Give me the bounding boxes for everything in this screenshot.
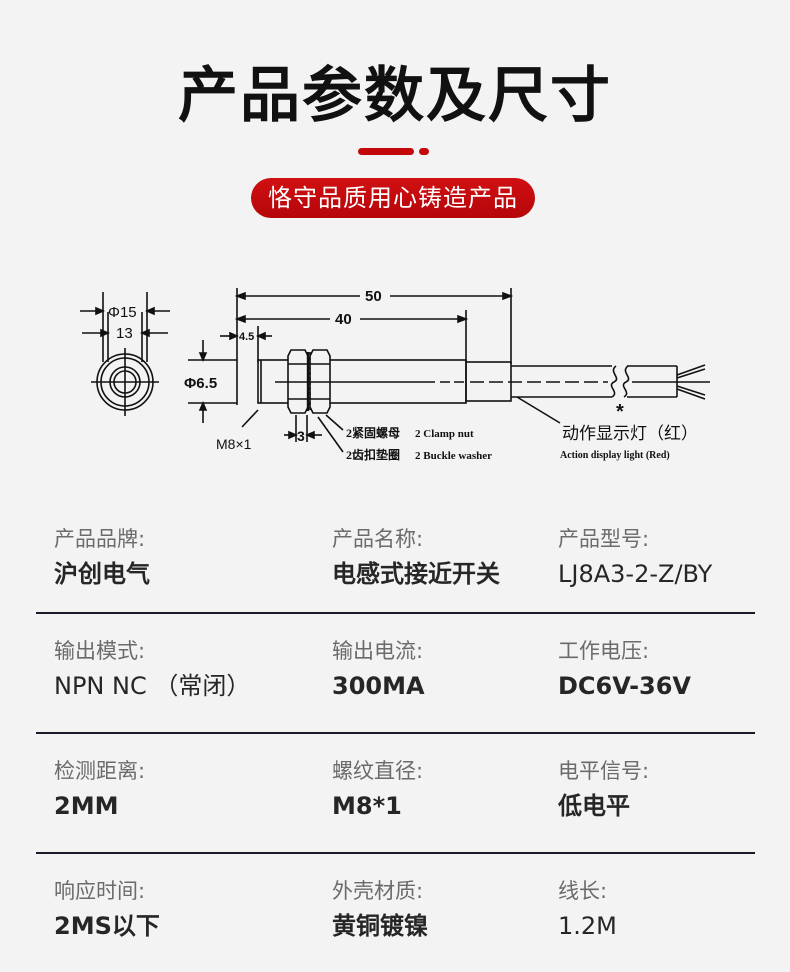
spec-value: 300MA (332, 672, 425, 700)
dim-total-length: 50 (365, 288, 382, 305)
spec-model: 产品型号: LJ8A3-2-Z/BY (558, 524, 712, 592)
spec-label: 螺纹直径: (332, 759, 424, 783)
spec-label: 工作电压: (558, 639, 650, 663)
callout-washer-en: 2 Buckle washer (415, 450, 492, 462)
callout-light-en: Action display light (Red) (560, 450, 670, 461)
spec-value: NPN NC （常闭） (54, 672, 251, 700)
spec-value: 2MS以下 (54, 912, 160, 940)
spec-detection-distance: 检测距离: 2MM (54, 756, 145, 824)
spec-label: 输出模式: (54, 639, 146, 663)
spec-brand: 产品品牌: 沪创电气 (54, 524, 150, 592)
front-view-icon (80, 292, 170, 416)
spec-level-signal: 电平信号: 低电平 (558, 756, 649, 824)
spec-value: LJ8A3-2-Z/BY (558, 560, 713, 588)
spec-table: 产品品牌: 沪创电气 产品名称: 电感式接近开关 产品型号: LJ8A3-2-Z… (36, 516, 755, 972)
spec-row: 响应时间: 2MS以下 外壳材质: 黄铜镀镍 线长: 1.2M (36, 854, 755, 972)
spec-working-voltage: 工作电压: DC6V-36V (558, 636, 691, 704)
spec-output-mode: 输出模式: NPN NC （常闭） (54, 636, 250, 704)
spec-value: 低电平 (558, 792, 630, 820)
spec-housing-material: 外壳材质: 黄铜镀镍 (332, 876, 428, 944)
dim-thread: M8×1 (216, 436, 252, 452)
spec-thread-diameter: 螺纹直径: M8*1 (332, 756, 423, 824)
spec-label: 产品名称: (332, 527, 424, 551)
spec-value: 1.2M (558, 912, 617, 940)
spec-value: DC6V-36V (558, 672, 691, 700)
spec-label: 产品型号: (558, 527, 650, 551)
marker-asterisk: * (616, 401, 624, 423)
dim-sensing-face: 4.5 (239, 331, 254, 343)
spec-cable-length: 线长: 1.2M (558, 876, 617, 944)
spec-label: 线长: (558, 879, 608, 903)
dimension-drawing: Φ15 13 (60, 282, 740, 472)
slogan-badge: 恪守品质用心铸造产品 (251, 178, 535, 218)
spec-row: 检测距离: 2MM 螺纹直径: M8*1 电平信号: 低电平 (36, 734, 755, 854)
spec-value: 电感式接近开关 (332, 560, 500, 588)
spec-label: 电平信号: (558, 759, 650, 783)
page-title: 产品参数及尺寸 (178, 61, 612, 131)
spec-output-current: 输出电流: 300MA (332, 636, 425, 704)
spec-label: 检测距离: (54, 759, 146, 783)
spec-label: 外壳材质: (332, 879, 424, 903)
title-accent-divider (0, 148, 790, 156)
spec-label: 产品品牌: (54, 527, 146, 551)
dim-body-length: 40 (335, 311, 352, 328)
spec-value: M8*1 (332, 792, 402, 820)
spec-label: 输出电流: (332, 639, 424, 663)
spec-value: 黄铜镀镍 (332, 912, 428, 940)
spec-value: 沪创电气 (54, 560, 150, 588)
accent-line (358, 148, 414, 155)
spec-response-time: 响应时间: 2MS以下 (54, 876, 160, 944)
front-inner-diameter: 13 (116, 325, 133, 342)
dim-nut-width: 3 (297, 428, 305, 444)
callout-clamp-nut-en: 2 Clamp nut (415, 428, 474, 440)
callout-washer-cn: 2齿扣垫圈 (346, 447, 400, 462)
accent-dot (419, 148, 429, 155)
front-outer-diameter: Φ15 (108, 304, 137, 321)
callout-light-cn: 动作显示灯（红） (562, 424, 698, 443)
spec-row: 产品品牌: 沪创电气 产品名称: 电感式接近开关 产品型号: LJ8A3-2-Z… (36, 516, 755, 614)
spec-label: 响应时间: (54, 879, 146, 903)
dim-diameter: Φ6.5 (184, 375, 217, 392)
spec-value: 2MM (54, 792, 119, 820)
callout-clamp-nut-cn: 2紧固螺母 (346, 425, 400, 440)
spec-row: 输出模式: NPN NC （常闭） 输出电流: 300MA 工作电压: DC6V… (36, 614, 755, 734)
spec-product-name: 产品名称: 电感式接近开关 (332, 524, 500, 592)
